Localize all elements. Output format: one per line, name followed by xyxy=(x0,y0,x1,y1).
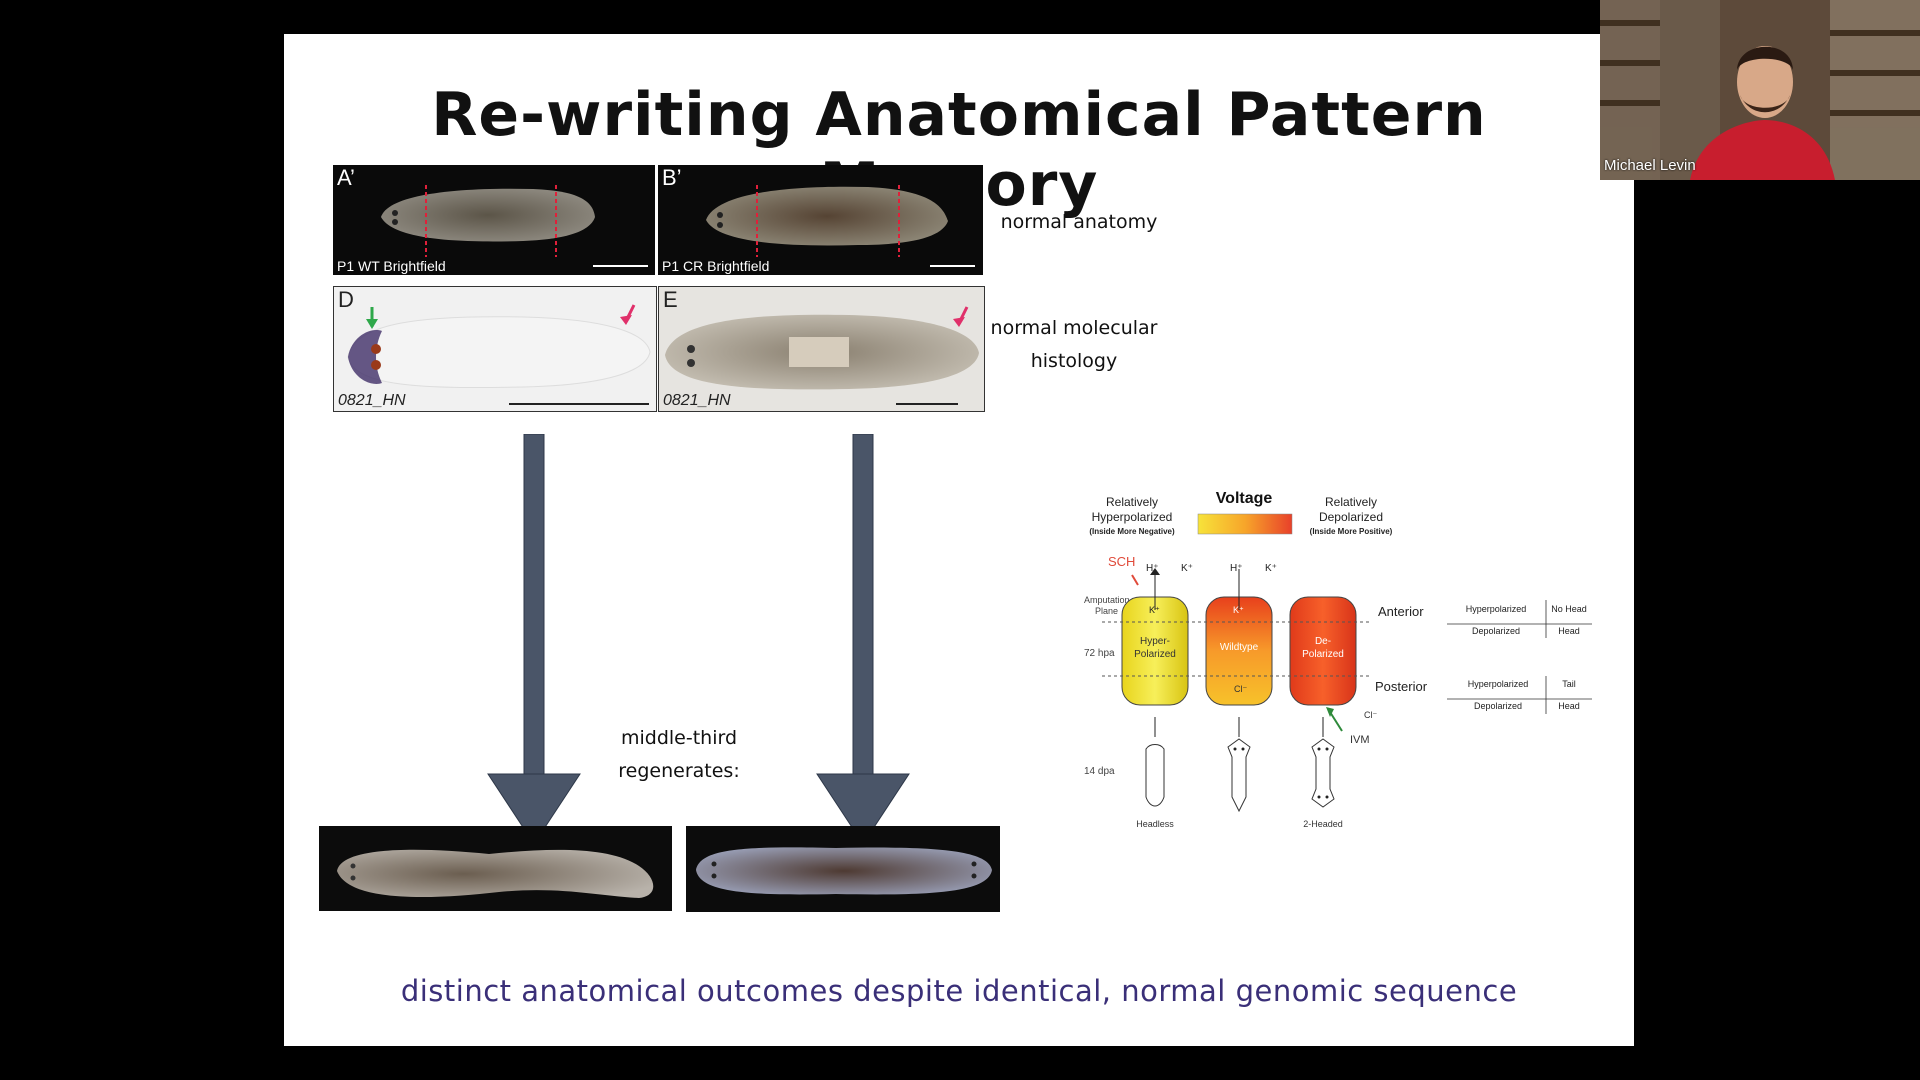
amputation-label-2: Plane xyxy=(1095,606,1118,616)
ion-h-1: H⁺ xyxy=(1146,563,1159,574)
scale-bar xyxy=(509,403,649,405)
wildtype-worm-icon xyxy=(1227,738,1251,813)
ant-row2-b: Head xyxy=(1558,626,1580,636)
ion-k-1: K⁺ xyxy=(1181,563,1193,574)
two-headed-worm-icon xyxy=(1311,738,1335,808)
down-arrow-right-icon xyxy=(816,434,910,845)
scale-bar xyxy=(593,265,648,267)
panel-caption: 0821_HN xyxy=(338,392,406,409)
post-row1-a: Hyperpolarized xyxy=(1468,679,1529,689)
hyper-label-1: Relatively xyxy=(1106,495,1158,509)
panel-label: B’ xyxy=(662,165,682,190)
ant-row1-b: No Head xyxy=(1551,604,1587,614)
panel-label: E xyxy=(663,287,678,312)
depol-label-2: Depolarized xyxy=(1319,510,1383,524)
ant-row2-a: Depolarized xyxy=(1472,626,1520,636)
worm-image xyxy=(665,306,979,390)
dpa-label: 14 dpa xyxy=(1084,766,1115,777)
voltage-scale xyxy=(1197,513,1293,535)
scale-bar xyxy=(896,403,958,405)
amputation-label-1: Amputation xyxy=(1084,595,1130,605)
worm-image xyxy=(706,185,948,257)
ion-h-2: H⁺ xyxy=(1230,563,1243,574)
panel-caption: 0821_HN xyxy=(663,392,731,409)
panel-caption: P1 CR Brightfield xyxy=(662,258,770,274)
slide: Re-writing Anatomical Pattern Memory A’ … xyxy=(284,34,1634,1046)
post-row2-a: Depolarized xyxy=(1474,701,1522,711)
panel-label: A’ xyxy=(337,165,355,190)
regenerated-worm-two-headed xyxy=(686,826,1000,912)
depol-label-3: (Inside More Positive) xyxy=(1310,527,1393,536)
outcome-headless: Headless xyxy=(1136,819,1174,829)
panel-e: E 0821_HN xyxy=(658,286,985,412)
capsule-3-line2: Polarized xyxy=(1302,649,1344,660)
post-row1-b: Tail xyxy=(1562,679,1576,689)
panel-a-prime: A’ P1 WT Brightfield xyxy=(333,165,655,275)
panel-b-prime: B’ P1 CR Brightfield xyxy=(658,165,983,275)
anterior-label: Anterior xyxy=(1378,604,1424,619)
capsule-1-line1: Hyper- xyxy=(1140,636,1170,647)
scale-bar xyxy=(930,265,975,267)
normal-anatomy-label: normal anatomy xyxy=(1000,211,1158,233)
ivm-label: IVM xyxy=(1350,734,1370,746)
voltage-label: Voltage xyxy=(1216,490,1273,507)
middle-third-line2: regenerates: xyxy=(618,760,740,782)
hyper-label-3: (Inside More Negative) xyxy=(1089,527,1175,536)
molecular-label-line2: histology xyxy=(1030,350,1118,372)
headless-worm-icon xyxy=(1145,744,1165,807)
webcam-thumbnail[interactable]: Michael Levin xyxy=(1600,0,1920,180)
bioelectric-diagram: Relatively Hyperpolarized (Inside More N… xyxy=(1084,490,1592,829)
panel-d: D 0821_HN xyxy=(333,286,657,412)
participant-name: Michael Levin xyxy=(1604,157,1696,174)
slide-caption: distinct anatomical outcomes despite ide… xyxy=(400,974,1518,1008)
middle-third-line1: middle-third xyxy=(620,727,738,749)
panel-label: D xyxy=(338,287,354,312)
ion-k-2: K⁺ xyxy=(1265,563,1277,574)
panel-caption: P1 WT Brightfield xyxy=(337,258,446,274)
outcome-two-headed: 2-Headed xyxy=(1303,819,1343,829)
hpa-label: 72 hpa xyxy=(1084,648,1115,659)
depolarized-capsule xyxy=(1289,596,1357,706)
down-arrow-left-icon xyxy=(487,434,581,845)
posterior-label: Posterior xyxy=(1375,679,1428,694)
capsule-2-label: Wildtype xyxy=(1220,642,1259,653)
molecular-label-line1: normal molecular xyxy=(990,317,1158,339)
capsule-1-line2: Polarized xyxy=(1134,649,1176,660)
ant-row1-a: Hyperpolarized xyxy=(1466,604,1527,614)
worm-image xyxy=(381,185,595,257)
worm-image xyxy=(347,304,651,389)
depol-label-1: Relatively xyxy=(1325,495,1377,509)
ion-cl-3: Cl⁻ xyxy=(1364,710,1377,720)
capsule-3-line1: De- xyxy=(1315,636,1331,647)
sch-label: SCH xyxy=(1108,554,1135,569)
post-row2-b: Head xyxy=(1558,701,1580,711)
hyper-label-2: Hyperpolarized xyxy=(1092,510,1173,524)
regenerated-worm-headless xyxy=(319,826,672,911)
ion-cl-2: Cl⁻ xyxy=(1234,684,1247,694)
webcam-video xyxy=(1600,0,1920,180)
